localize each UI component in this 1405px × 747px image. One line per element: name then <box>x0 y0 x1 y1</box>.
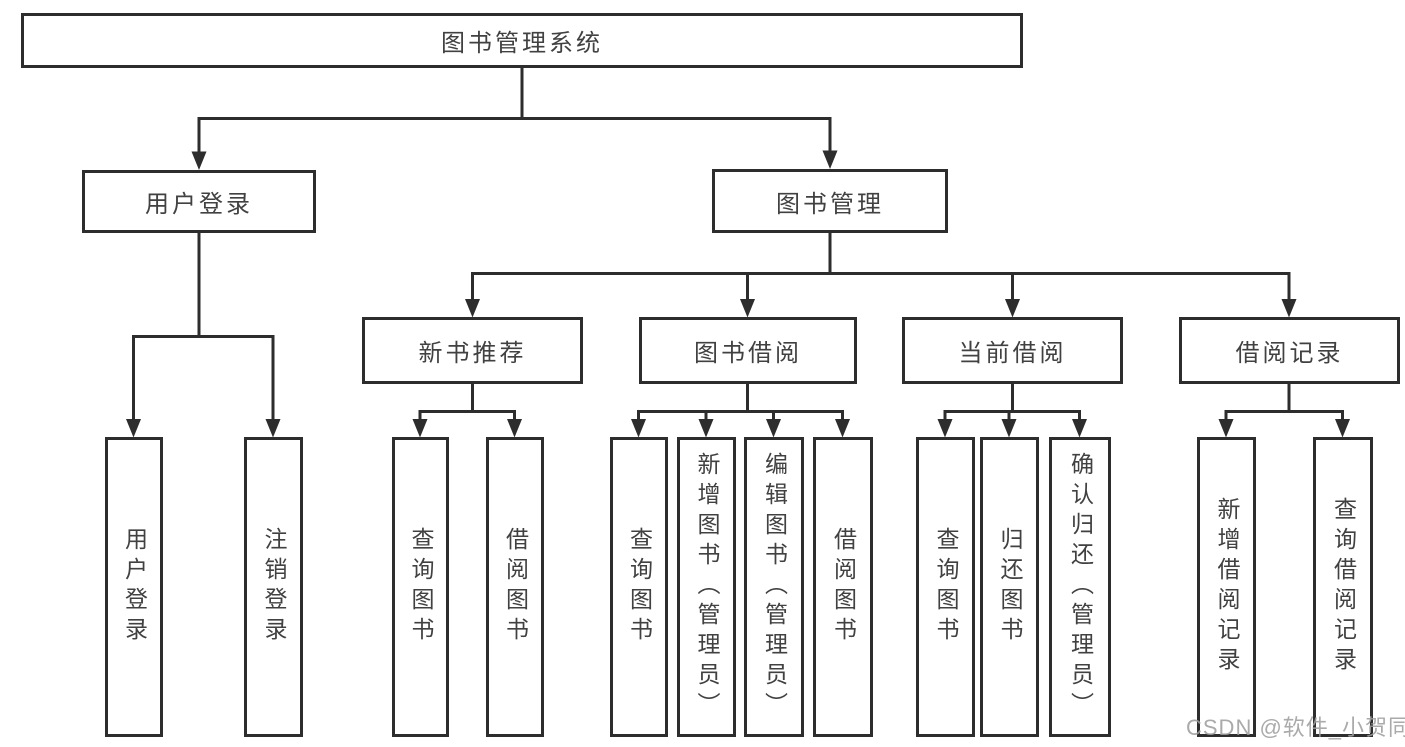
node-leaf-add-borrow-record: 新增借阅记录 <box>1197 437 1256 737</box>
node-leaf-logout: 注销登录 <box>244 437 303 737</box>
node-leaf-borrow-books-recommend: 借阅图书 <box>486 437 544 737</box>
node-leaf-user-login: 用户登录 <box>105 437 163 737</box>
connector-book-management <box>471 231 1291 300</box>
node-leaf-query-books-recommend: 查询图书 <box>392 437 449 737</box>
node-user-login: 用户登录 <box>82 170 316 233</box>
csdn-watermark: CSDN @软件_小贺同学 <box>1186 715 1405 740</box>
node-leaf-query-borrow-record: 查询借阅记录 <box>1313 437 1373 737</box>
node-leaf-add-books-admin: 新增图书（管理员） <box>677 437 736 737</box>
node-book-management: 图书管理 <box>712 169 948 233</box>
node-leaf-return-books: 归还图书 <box>980 437 1039 737</box>
connector-root <box>197 66 832 152</box>
connector-current-borrowing <box>943 382 1081 420</box>
node-leaf-query-books-current: 查询图书 <box>916 437 975 737</box>
connector-book-borrowing <box>637 382 844 420</box>
node-leaf-borrow-books: 借阅图书 <box>813 437 873 737</box>
arrowheads <box>126 150 1350 438</box>
node-root: 图书管理系统 <box>21 13 1023 68</box>
node-new-book-recommend: 新书推荐 <box>362 317 583 384</box>
connector-user-login <box>132 231 275 420</box>
node-borrowing-records: 借阅记录 <box>1179 317 1400 384</box>
connector-borrowing-records <box>1224 382 1344 420</box>
node-leaf-confirm-return-admin: 确认归还（管理员） <box>1049 437 1111 737</box>
node-leaf-edit-books-admin: 编辑图书（管理员） <box>744 437 804 737</box>
node-current-borrowing: 当前借阅 <box>902 317 1123 384</box>
node-book-borrowing: 图书借阅 <box>639 317 857 384</box>
connector-new-book-recommend <box>418 382 516 420</box>
node-leaf-query-books-borrow: 查询图书 <box>610 437 668 737</box>
